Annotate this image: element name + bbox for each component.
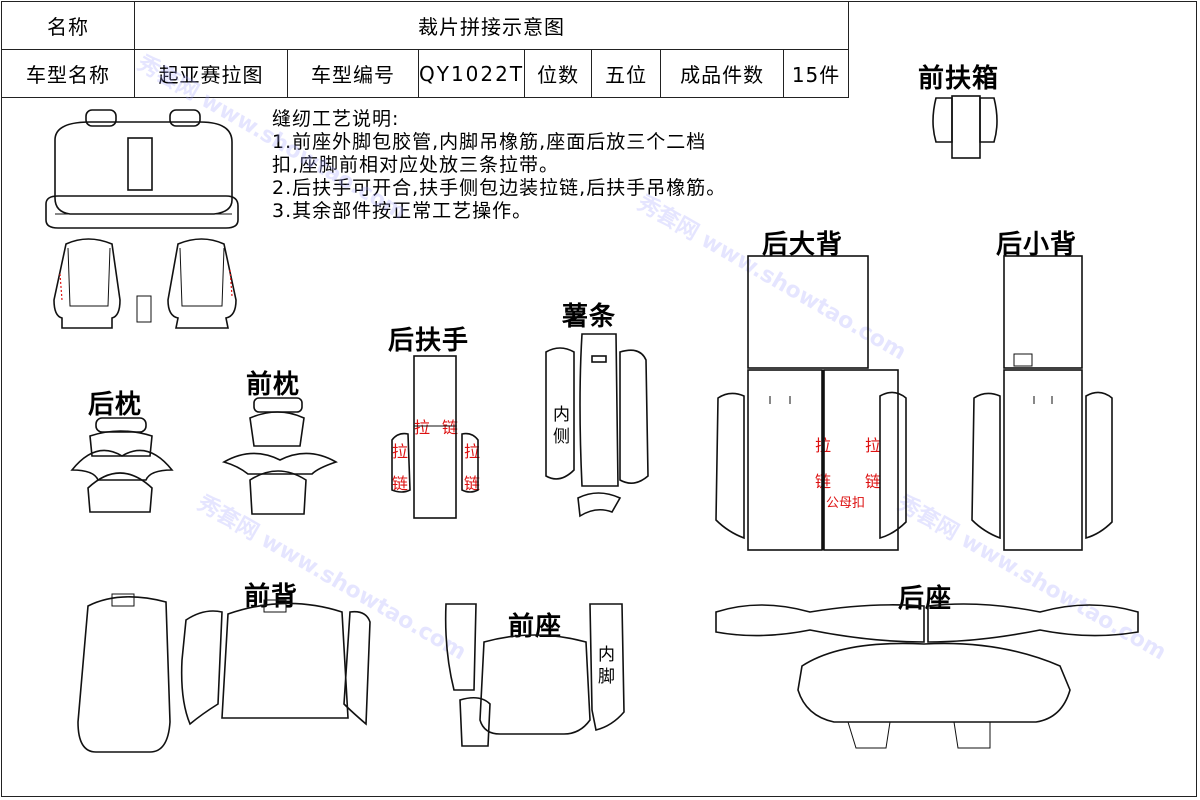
notes-line-2: 扣,座脚前相对应处放三条拉带。 [272, 154, 560, 176]
sewing-notes: 缝纫工艺说明: 1.前座外脚包胶管,内脚吊橡筋,座面后放三个二档 扣,座脚前相对… [272, 108, 726, 223]
label-front-pillow: 前枕 [246, 370, 301, 400]
diagram-title: 裁片拼接示意图 [134, 1, 849, 50]
piece-rear-armrest [391, 355, 479, 519]
model-name-label: 车型名称 [1, 49, 135, 98]
notes-line-1: 1.前座外脚包胶管,内脚吊橡筋,座面后放三个二档 [272, 131, 707, 153]
model-code-label: 车型编号 [287, 49, 419, 98]
inner-foot-2: 脚 [598, 667, 615, 687]
piece-front-back [77, 593, 371, 753]
model-name: 起亚赛拉图 [134, 49, 288, 98]
notes-line-4: 3.其余部件按正常工艺操作。 [272, 200, 533, 222]
overview-rear-bench [45, 109, 239, 229]
piece-rear-big-back [715, 255, 907, 551]
header-table: 名称 裁片拼接示意图 车型名称 起亚赛拉图 车型编号 QY1022T 位数 五位… [1, 1, 849, 98]
label-front-armbox: 前扶箱 [918, 64, 1000, 94]
piece-rear-small-back [971, 255, 1113, 551]
notes-title: 缝纫工艺说明: [272, 108, 400, 130]
zip-label: 链 [464, 474, 481, 493]
inner-side-1: 内 [553, 405, 570, 425]
snap-label: 公母扣 [826, 496, 866, 511]
zip-label: 链 [442, 418, 459, 437]
label-rear-armrest: 后扶手 [388, 326, 470, 356]
zip-label: 链 [392, 474, 409, 493]
piece-front-seat [444, 603, 625, 747]
model-code: QY1022T [417, 49, 526, 98]
zip-label: 拉 [392, 442, 409, 461]
notes-line-3: 2.后扶手可开合,扶手侧包边装拉链,后扶手吊橡筋。 [272, 177, 727, 199]
label-rear-big-back: 后大背 [762, 230, 844, 260]
pieces-value: 15件 [783, 49, 849, 98]
label-strip: 薯条 [562, 302, 617, 332]
piece-front-armbox [932, 95, 998, 159]
seats-label: 位数 [524, 49, 593, 98]
zip-label: 拉 [464, 442, 481, 461]
label-rear-small-back: 后小背 [996, 230, 1078, 260]
label-rear-pillow: 后枕 [88, 390, 143, 420]
zip-label: 链 [865, 472, 882, 491]
piece-strip [545, 333, 649, 518]
piece-front-pillow [221, 397, 338, 515]
zip-label: 拉 [414, 418, 431, 437]
piece-rear-seat [715, 603, 1139, 749]
piece-rear-pillow [70, 417, 174, 513]
inner-foot-1: 内 [598, 645, 615, 665]
zip-label: 拉 [865, 436, 882, 455]
pieces-label: 成品件数 [660, 49, 785, 98]
seats-value: 五位 [591, 49, 662, 98]
overview-front-seats [53, 238, 237, 329]
inner-side-2: 侧 [553, 427, 570, 447]
label-front-seat: 前座 [508, 612, 563, 642]
